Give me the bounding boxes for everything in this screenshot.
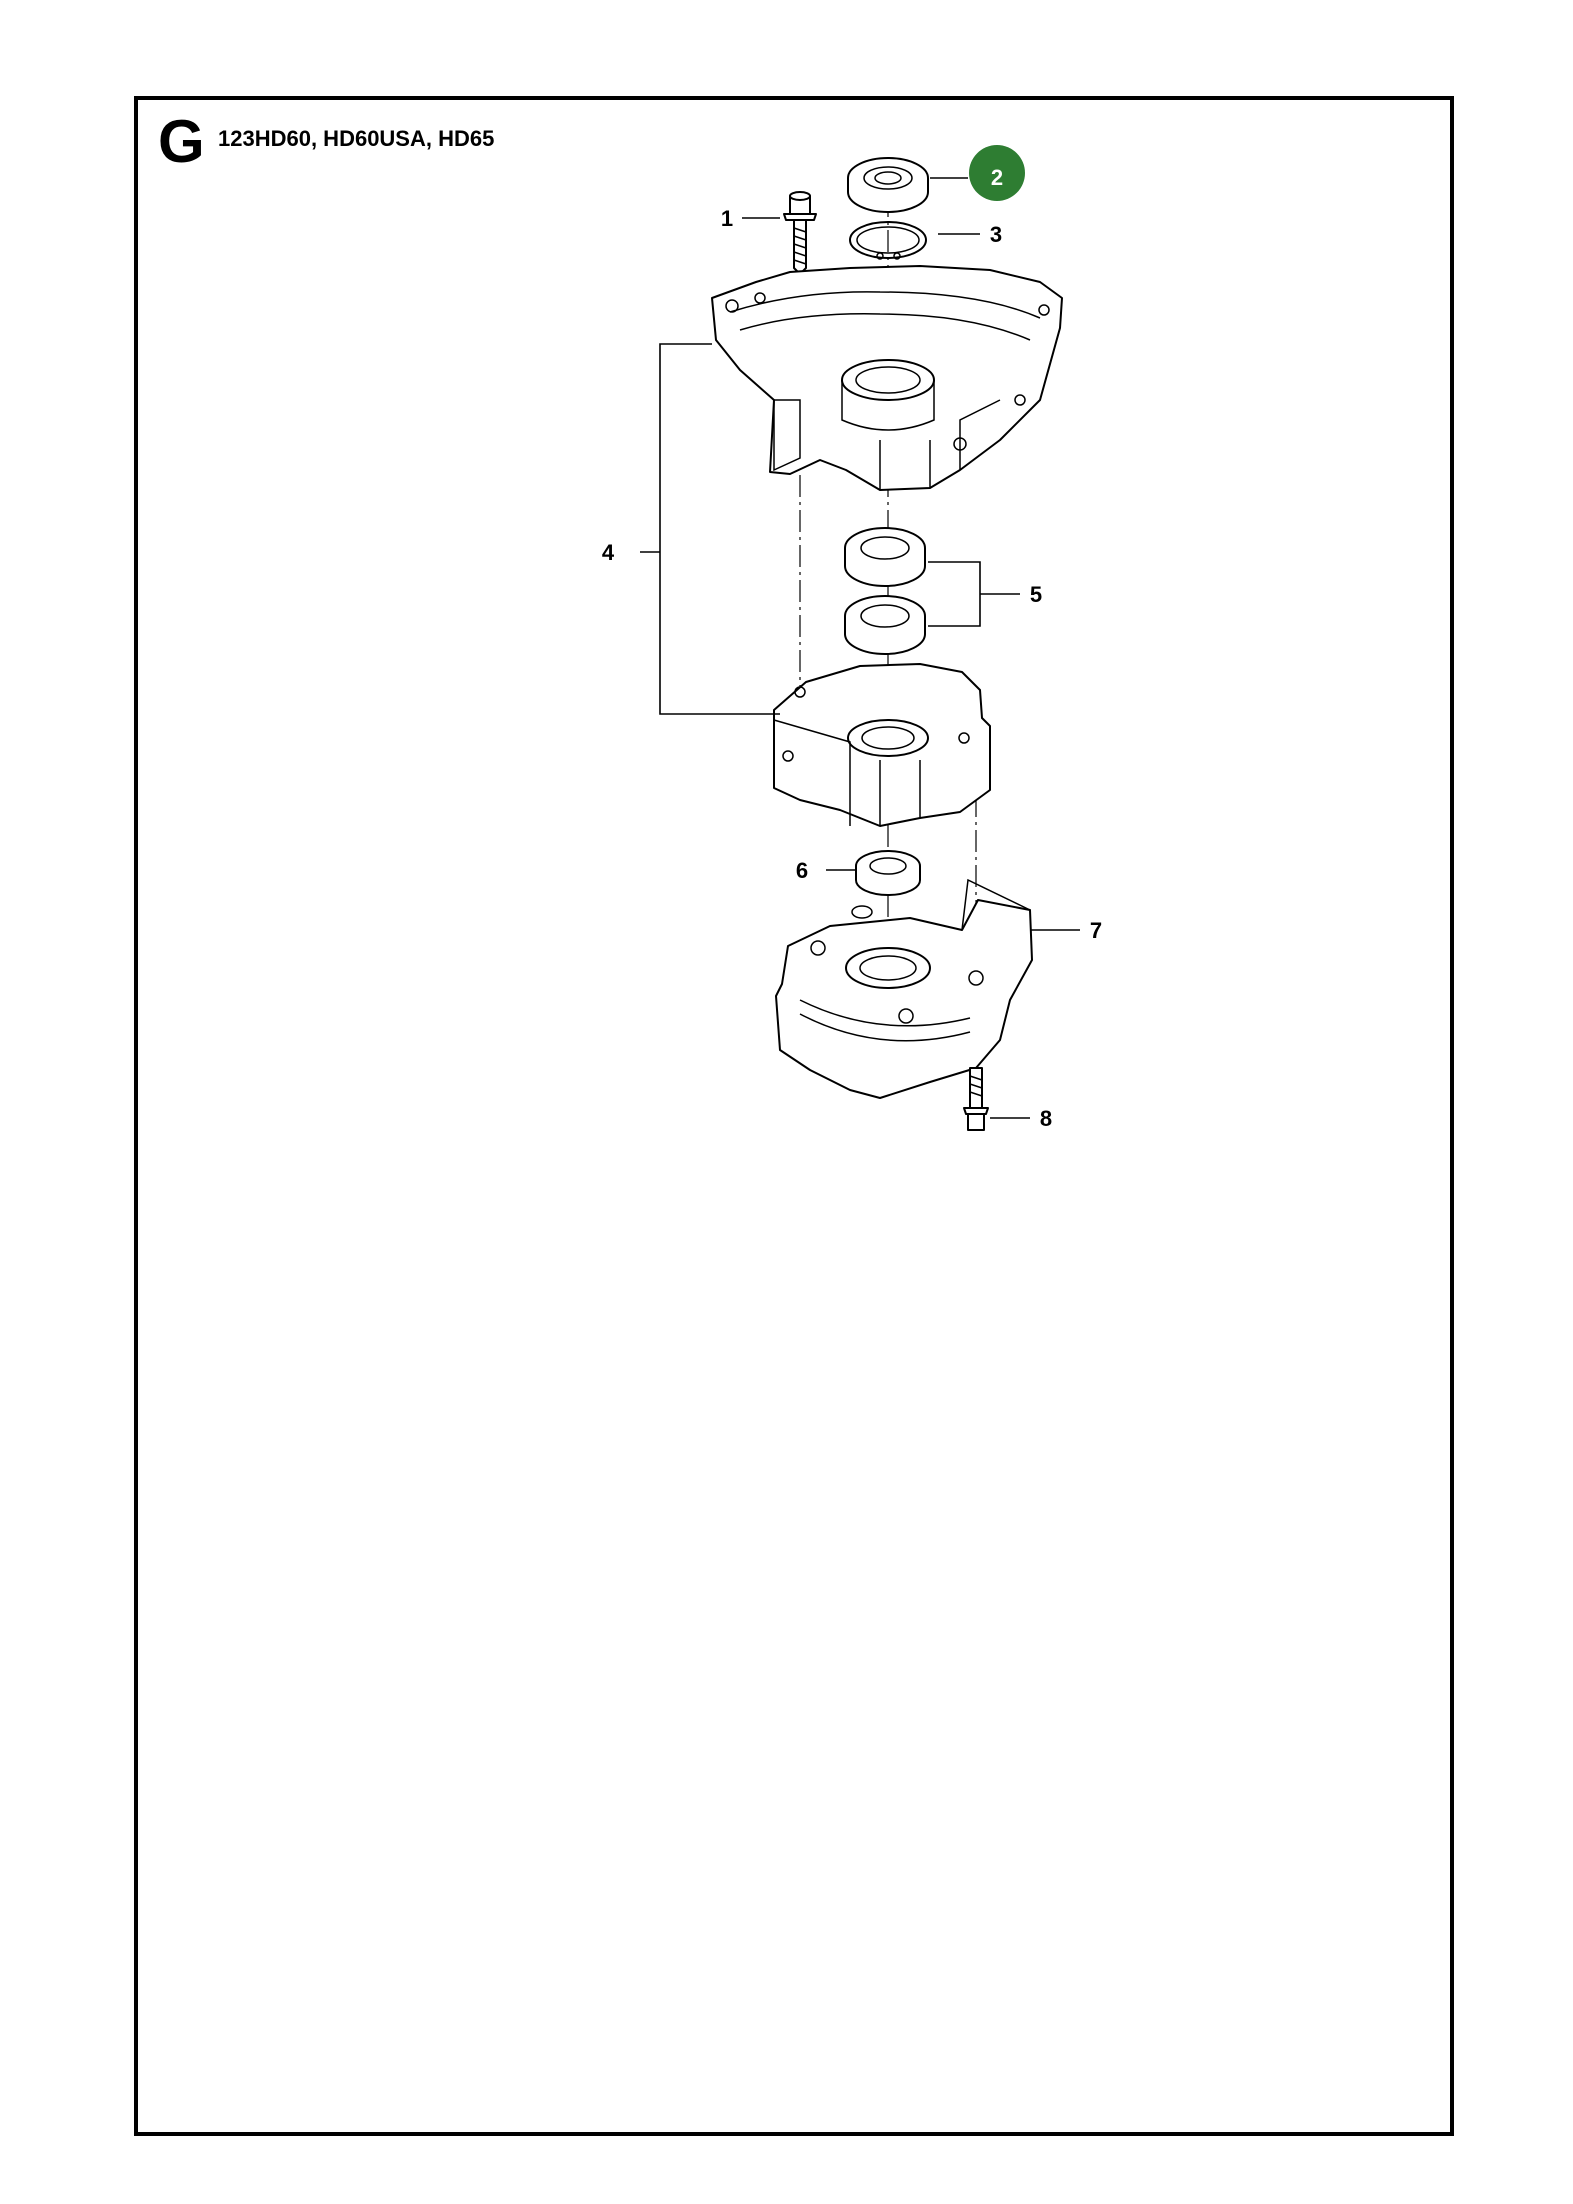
model-list: 123HD60, HD60USA, HD65 [218,126,495,151]
leader-lines [640,177,1080,1119]
bearing-pair [844,527,926,655]
callout-7: 7 [1090,918,1102,943]
callout-3: 3 [990,222,1002,247]
callout-4: 4 [602,540,615,565]
seal [855,850,921,896]
callout-1: 1 [721,206,733,231]
screw-bottom [963,1067,989,1131]
highlight-circle [969,145,1025,201]
callout-6: 6 [796,858,808,883]
highlight-number: 2 [991,165,1003,190]
callout-8: 8 [1040,1106,1052,1131]
callout-5: 5 [1030,582,1042,607]
crankcase-lower [773,663,991,827]
bearing-top [847,157,929,213]
section-letter: G [158,108,205,175]
gear-housing [775,878,1033,1099]
highlighted-part-2: 2 [969,145,1025,201]
screw-top [783,191,817,275]
circlip [849,221,927,260]
page-frame [134,96,1454,2136]
crankcase-upper [711,265,1063,491]
